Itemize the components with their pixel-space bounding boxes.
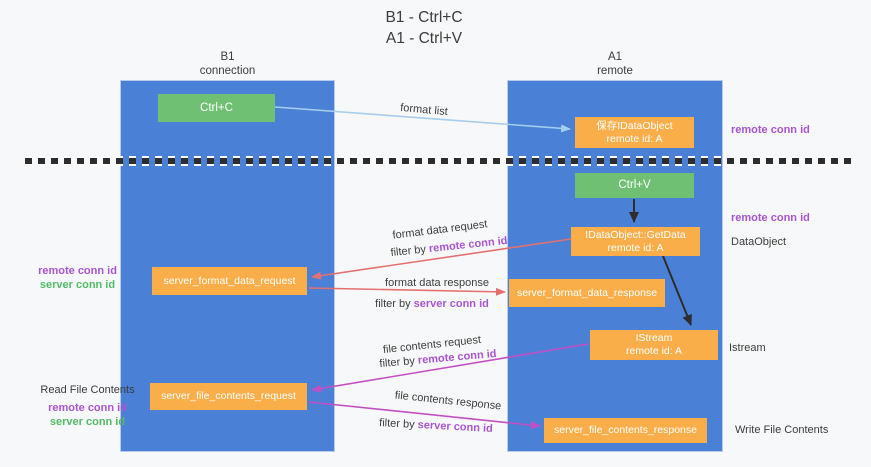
remote-conn-id-label-mid: remote conn id — [731, 212, 810, 224]
server-format-data-response-box: server_format_data_response — [509, 279, 665, 307]
filter-id-2: server conn id — [413, 298, 489, 310]
filter-by-server-conn-id-label-1: filter by server conn id — [375, 298, 489, 310]
server-format-data-request-box: server_format_data_request — [152, 267, 307, 295]
file-response-label: server_file_contents_response — [553, 424, 697, 436]
server-file-contents-response-box: server_file_contents_response — [544, 418, 707, 443]
left1-server-conn-id: server conn id — [39, 279, 116, 291]
lane-header-a1: A1 remote — [507, 50, 723, 78]
save-dataobject-line1: 保存IDataObject — [596, 119, 673, 132]
istream-box: IStream remote id: A — [590, 330, 718, 360]
server-file-contents-request-box: server_file_contents_request — [150, 383, 307, 410]
filter-id-4: server conn id — [417, 419, 494, 435]
file-contents-response-label: file contents response — [394, 389, 502, 413]
lane-b1-name: B1 — [220, 51, 235, 63]
filter-id-1: remote conn id — [428, 234, 508, 256]
title-line-2: A1 - Ctrl+V — [385, 30, 463, 47]
left2-server-conn-id: server conn id — [49, 416, 126, 428]
ctrl-v-label: Ctrl+V — [618, 179, 651, 191]
lane-b1-role: connection — [199, 65, 256, 77]
left2-remote-conn-id: remote conn id — [48, 402, 127, 414]
lane-header-b1: B1 connection — [120, 50, 335, 78]
istream-line1: IStream — [635, 332, 673, 344]
istream-side-label: Istream — [729, 342, 766, 354]
filter-prefix-4: filter by — [378, 417, 415, 431]
filter-prefix-3: filter by — [379, 355, 416, 371]
idataobject-getdata-box: IDataObject::GetData remote id: A — [571, 227, 700, 256]
getdata-line2: remote id: A — [607, 241, 664, 254]
save-dataobject-line2: remote id: A — [606, 132, 663, 145]
save-dataobject-box: 保存IDataObject remote id: A — [575, 117, 694, 148]
format-request-label: server_format_data_request — [163, 274, 296, 287]
format-list-label: format list — [399, 101, 449, 119]
lane-a1-name: A1 — [607, 51, 623, 63]
lane-a1-role: remote — [597, 65, 633, 77]
ctrl-c-box: Ctrl+C — [158, 94, 275, 122]
ctrl-c-label: Ctrl+C — [200, 101, 233, 114]
filter-by-server-conn-id-label-2: filter by server conn id — [379, 417, 493, 435]
read-file-contents-label: Read File Contents — [40, 384, 135, 396]
format-response-label: server_format_data_response — [516, 286, 658, 299]
ctrl-v-box: Ctrl+V — [575, 173, 694, 198]
left1-remote-conn-id: remote conn id — [38, 265, 117, 277]
diagram-title: B1 - Ctrl+C A1 - Ctrl+V — [0, 7, 848, 49]
write-file-contents-label: Write File Contents — [735, 424, 829, 436]
format-data-response-label: format data response — [385, 277, 489, 289]
getdata-line1: IDataObject::GetData — [585, 228, 686, 241]
left-conn-id-stack-2: Read File Contents remote conn id server… — [35, 383, 140, 429]
left-conn-id-stack-1: remote conn id server conn id — [30, 264, 125, 292]
filter-prefix-1: filter by — [390, 243, 427, 260]
remote-conn-id-label-top: remote conn id — [731, 124, 810, 136]
title-line-1: B1 - Ctrl+C — [385, 9, 463, 26]
istream-line2: remote id: A — [625, 345, 683, 357]
filter-prefix-2: filter by — [375, 298, 411, 310]
dataobject-label: DataObject — [731, 236, 787, 248]
file-request-label: server_file_contents_request — [161, 390, 296, 402]
